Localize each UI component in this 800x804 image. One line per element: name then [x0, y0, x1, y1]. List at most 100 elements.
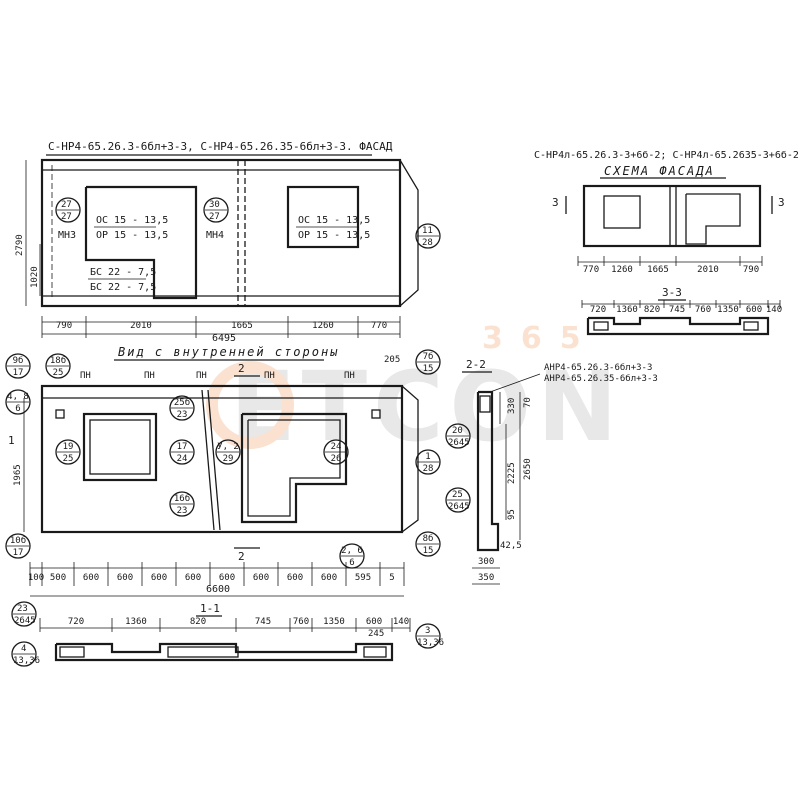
svg-text:2645: 2645: [448, 502, 470, 512]
s11-dim-4: 745: [255, 617, 271, 627]
s33-dim-1: 720: [590, 305, 606, 315]
inner-window-door-right: [247, 419, 341, 517]
svg-text:17: 17: [177, 442, 188, 452]
facade-window-right-top: ОС 15 - 13,5: [298, 215, 370, 226]
inner-dim-10: 600: [321, 573, 337, 583]
inner-total-dim: 6600: [206, 584, 230, 595]
inner-bubble-7: У, 229: [215, 439, 241, 465]
svg-text:27: 27: [61, 212, 72, 222]
svg-text:1: 1: [425, 452, 430, 462]
facade-dim-2: 2010: [130, 321, 152, 331]
svg-text:20: 20: [452, 426, 463, 436]
inner-view-title: Вид с внутренней стороны: [118, 345, 339, 359]
svg-text:17: 17: [13, 368, 24, 378]
svg-text:23: 23: [177, 410, 188, 420]
svg-text:28: 28: [422, 238, 433, 248]
svg-text:2, 6: 2, 6: [341, 546, 363, 556]
inner-dim-8: 600: [253, 573, 269, 583]
inner-bubble-13: 128: [415, 449, 441, 475]
svg-text:15: 15: [423, 364, 434, 374]
scheme-dim-5: 790: [743, 265, 759, 275]
facade-window-door-left: [84, 185, 198, 300]
inner-dim-2: 500: [50, 573, 66, 583]
svg-text:6: 6: [349, 558, 354, 568]
facade-tag-mn4: МН4: [206, 230, 224, 241]
s33-dim-4: 745: [669, 305, 685, 315]
s11-dim-8: 140: [393, 617, 409, 627]
svg-text:2645: 2645: [14, 616, 36, 626]
svg-text:25: 25: [53, 368, 64, 378]
s22-dim-v-2: 70: [523, 397, 533, 408]
facade-panel-outline: [40, 158, 402, 308]
section-2-2-profile: [476, 390, 500, 552]
watermark-number: 365: [482, 321, 599, 356]
facade-tag-mn3: МН3: [58, 230, 76, 241]
s22-dim-v-3: 2225: [507, 462, 517, 484]
facade-door-bottom: БС 22 - 7,5: [90, 282, 156, 293]
facade-window-right-bottom: ОР 15 - 13,5: [298, 230, 370, 241]
inner-view: Вид с внутренней стороны ПН ПН ПН ПН ПН …: [5, 345, 441, 597]
svg-text:4: 4: [21, 644, 26, 654]
section-2-2-label-1: АНР4-65.26.3-6бл+3-3: [544, 362, 652, 373]
s33-dim-6: 1350: [717, 305, 739, 315]
inner-pn-3: ПН: [196, 371, 207, 381]
inner-section-mark-bottom: 2: [238, 550, 245, 563]
s11-bubble-3: 3 13,36: [415, 623, 444, 649]
svg-text:8б: 8б: [423, 533, 434, 544]
inner-dim-3: 600: [83, 573, 99, 583]
section-2-2: 2-2 АНР4-65.26.3-6бл+3-3 АНР4-65.26.35-6…: [445, 358, 658, 585]
s22-dim-v-1: 330: [507, 398, 517, 414]
s11-dim-3: 820: [190, 617, 206, 627]
inner-right-top-dim: 205: [384, 355, 400, 365]
facade-window-right: [286, 185, 360, 249]
s11-dim-6: 1350: [323, 617, 345, 627]
section-3-3-title: 3-3: [662, 286, 682, 299]
svg-text:11: 11: [422, 226, 433, 236]
svg-text:28: 28: [423, 464, 434, 474]
inner-dim-12: 5: [389, 573, 394, 583]
svg-text:24: 24: [177, 454, 188, 464]
inner-end-profile: [401, 385, 419, 533]
facade-height-dim: 2790: [15, 234, 25, 256]
inner-dim-4: 600: [117, 573, 133, 583]
inner-section-mark-top: 2: [238, 362, 245, 375]
scheme-title: СХЕМА ФАСАДА: [604, 164, 715, 178]
facade-dim-4: 1260: [312, 321, 334, 331]
svg-text:16б: 16б: [174, 493, 190, 504]
s22-dim-v-4: 2650: [523, 458, 533, 480]
section-3-3-profile: [586, 316, 770, 336]
watermark-brand: ETCON: [230, 351, 623, 463]
svg-text:2645: 2645: [448, 438, 470, 448]
inner-panel-outline: [40, 384, 404, 534]
inner-bubble-3: 4, 86: [5, 389, 31, 415]
section-1-1-title: 1-1: [200, 602, 220, 615]
scheme-dim-4: 2010: [697, 265, 719, 275]
inner-window-left: [89, 419, 151, 475]
scheme-dim-2: 1260: [611, 265, 633, 275]
watermark-logo-ring: [206, 361, 294, 449]
svg-text:30: 30: [209, 200, 220, 210]
facade-dim-5: 770: [371, 321, 387, 331]
svg-text:6: 6: [15, 404, 20, 414]
section-1-1-sub-dim: 245: [368, 629, 384, 639]
svg-text:24: 24: [331, 442, 342, 452]
scheme-section-mark-left: 3: [552, 196, 559, 209]
svg-text:9б: 9б: [13, 355, 24, 366]
inner-pn-5: ПН: [344, 371, 355, 381]
facade-end-profile: [399, 159, 419, 307]
inner-pn-1: ПН: [80, 371, 91, 381]
s11-bubble-2: 4 13,36: [11, 641, 40, 667]
